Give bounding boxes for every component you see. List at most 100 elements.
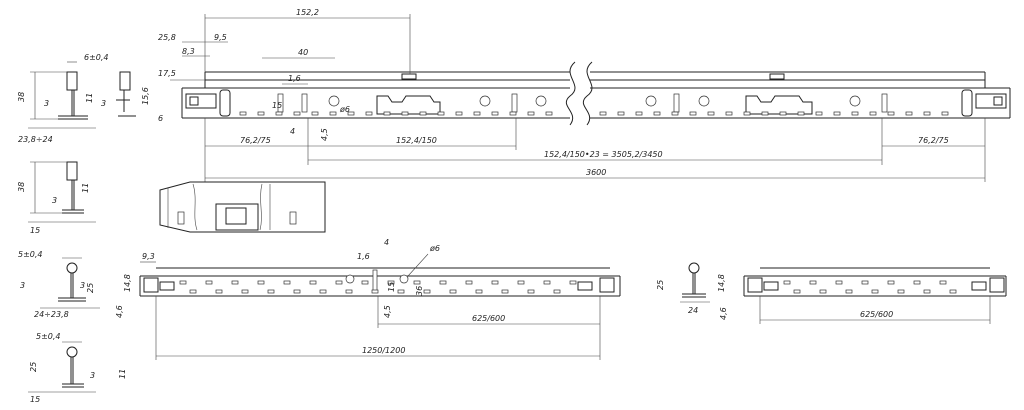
punched-slot <box>815 111 823 116</box>
svg-text:4: 4 <box>384 238 389 247</box>
main-runner-3600 <box>181 61 1011 126</box>
svg-text:24÷23,8: 24÷23,8 <box>34 310 69 319</box>
punched-slot <box>231 280 239 285</box>
punched-slot <box>179 280 187 285</box>
punched-slot <box>275 111 283 116</box>
punched-slot <box>239 111 247 116</box>
svg-text:152,2: 152,2 <box>296 8 319 17</box>
punched-slot <box>491 280 499 285</box>
svg-text:3600: 3600 <box>586 168 606 177</box>
punched-slot <box>599 111 607 116</box>
svg-text:9,5: 9,5 <box>214 33 227 42</box>
cross-tee-1250: 9,3 1,6 4 ø6 14,8 4,6 15 36 4,5 625/600 … <box>115 238 621 360</box>
punched-slot <box>871 289 879 294</box>
punched-slot <box>887 280 895 285</box>
svg-text:15: 15 <box>272 101 282 110</box>
svg-text:76,2/75: 76,2/75 <box>918 136 949 145</box>
svg-text:25: 25 <box>86 283 95 293</box>
punched-slot <box>189 289 197 294</box>
punched-slot <box>819 289 827 294</box>
svg-text:25,8: 25,8 <box>158 33 176 42</box>
punched-slot <box>793 289 801 294</box>
svg-text:3: 3 <box>80 281 85 290</box>
svg-text:11: 11 <box>81 183 90 193</box>
cross-tee-625: 25 14,8 24 4,6 625/600 <box>656 262 1007 324</box>
punched-slot <box>419 111 427 116</box>
lock-detail-view <box>159 181 326 233</box>
punched-slot <box>397 289 405 294</box>
svg-text:15: 15 <box>387 282 396 292</box>
punched-slot <box>361 280 369 285</box>
punched-slot <box>527 111 535 116</box>
punched-slot <box>465 280 473 285</box>
punched-slot <box>833 111 841 116</box>
svg-text:4,5: 4,5 <box>320 128 329 141</box>
punched-slot <box>335 280 343 285</box>
punched-slot <box>707 111 715 116</box>
punched-slot <box>939 280 947 285</box>
svg-text:24: 24 <box>688 306 698 315</box>
punched-slot <box>449 289 457 294</box>
punched-slot <box>897 289 905 294</box>
punched-slot <box>383 111 391 116</box>
punched-slot <box>941 111 949 116</box>
punched-slot <box>725 111 733 116</box>
svg-text:38: 38 <box>17 92 26 102</box>
punched-slot <box>309 280 317 285</box>
punched-slot <box>257 280 265 285</box>
punched-slot <box>543 280 551 285</box>
punched-slot <box>293 111 301 116</box>
svg-text:5±0,4: 5±0,4 <box>36 332 61 341</box>
svg-text:23,8÷24: 23,8÷24 <box>18 135 53 144</box>
punched-slot <box>423 289 431 294</box>
svg-text:5±0,4: 5±0,4 <box>18 250 43 259</box>
punched-slot <box>267 289 275 294</box>
punched-slot <box>905 111 913 116</box>
punched-slot <box>257 111 265 116</box>
svg-text:25: 25 <box>656 280 665 290</box>
svg-text:ø6: ø6 <box>429 244 440 253</box>
svg-text:625/600: 625/600 <box>860 310 893 319</box>
punched-slot <box>215 289 223 294</box>
svg-text:1,6: 1,6 <box>357 252 370 261</box>
punched-slot <box>617 111 625 116</box>
svg-text:15,6: 15,6 <box>141 87 150 105</box>
punched-slot <box>283 280 291 285</box>
punched-slot <box>455 111 463 116</box>
svg-text:15: 15 <box>30 395 40 404</box>
svg-text:17,5: 17,5 <box>158 69 176 78</box>
svg-text:ø6: ø6 <box>339 105 350 114</box>
punched-slot <box>949 289 957 294</box>
svg-text:14,8: 14,8 <box>123 274 132 292</box>
punched-slot <box>501 289 509 294</box>
svg-text:4,5: 4,5 <box>383 305 392 318</box>
punched-slot <box>371 289 379 294</box>
punched-slot <box>527 289 535 294</box>
punched-slot <box>491 111 499 116</box>
punched-slot <box>783 280 791 285</box>
svg-text:625/600: 625/600 <box>472 314 505 323</box>
punched-slot <box>743 111 751 116</box>
punched-slot <box>413 280 421 285</box>
svg-text:4,6: 4,6 <box>115 305 124 318</box>
svg-text:3: 3 <box>90 371 95 380</box>
svg-text:1,6: 1,6 <box>288 74 301 83</box>
svg-text:3: 3 <box>20 281 25 290</box>
punched-slot <box>569 280 577 285</box>
svg-text:3: 3 <box>52 196 57 205</box>
punched-slot <box>329 111 337 116</box>
punched-slot <box>809 280 817 285</box>
profile-section-c: 5±0,4 3 3 25 24÷23,8 <box>18 250 100 319</box>
svg-text:152,4/150•23 = 3505,2/3450: 152,4/150•23 = 3505,2/3450 <box>544 150 663 159</box>
svg-text:38: 38 <box>17 182 26 192</box>
punched-slot <box>913 280 921 285</box>
svg-text:40: 40 <box>298 48 308 57</box>
punched-slot <box>517 280 525 285</box>
svg-text:11: 11 <box>85 93 94 103</box>
svg-text:14,8: 14,8 <box>717 274 726 292</box>
svg-text:3: 3 <box>101 99 106 108</box>
svg-text:76,2/75: 76,2/75 <box>240 136 271 145</box>
svg-text:1250/1200: 1250/1200 <box>362 346 405 355</box>
profile-section-b: 38 11 3 15 <box>17 161 96 235</box>
